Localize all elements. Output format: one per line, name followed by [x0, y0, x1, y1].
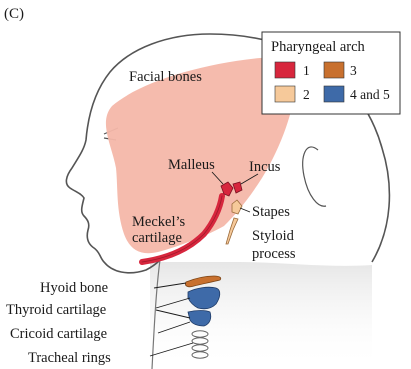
neck-shade	[150, 262, 372, 369]
legend-label-arch-1: 1	[303, 63, 310, 78]
label-hyoid: Hyoid bone	[40, 280, 108, 296]
legend-label-arch-4-5: 4 and 5	[350, 87, 390, 102]
label-stapes: Stapes	[252, 204, 290, 220]
legend-swatch-arch-4-5	[324, 86, 344, 102]
panel-label: (C)	[4, 6, 24, 22]
label-cricoid: Cricoid cartilage	[10, 326, 107, 342]
label-incus: Incus	[249, 159, 281, 175]
legend-swatch-arch-3	[324, 62, 344, 78]
label-tracheal: Tracheal rings	[28, 350, 111, 366]
legend-label-arch-2: 2	[303, 87, 310, 102]
label-malleus: Malleus	[168, 157, 215, 173]
legend-label-arch-3: 3	[350, 63, 357, 78]
label-styloid-line1: Styloid	[252, 228, 295, 244]
label-meckels-line2: cartilage	[132, 230, 182, 246]
label-meckels-line1: Meckel’s	[132, 214, 186, 230]
label-facial-bones: Facial bones	[129, 69, 202, 85]
legend-swatch-arch-1	[275, 62, 295, 78]
label-styloid-line2: process	[252, 246, 296, 262]
legend-title: Pharyngeal arch	[271, 39, 366, 55]
legend-swatch-arch-2	[275, 86, 295, 102]
label-thyroid: Thyroid cartilage	[6, 302, 106, 318]
legend: Pharyngeal arch 1 3 2 4 and 5	[262, 32, 400, 114]
leader-stapes	[240, 208, 250, 212]
ear-outline	[303, 147, 326, 206]
